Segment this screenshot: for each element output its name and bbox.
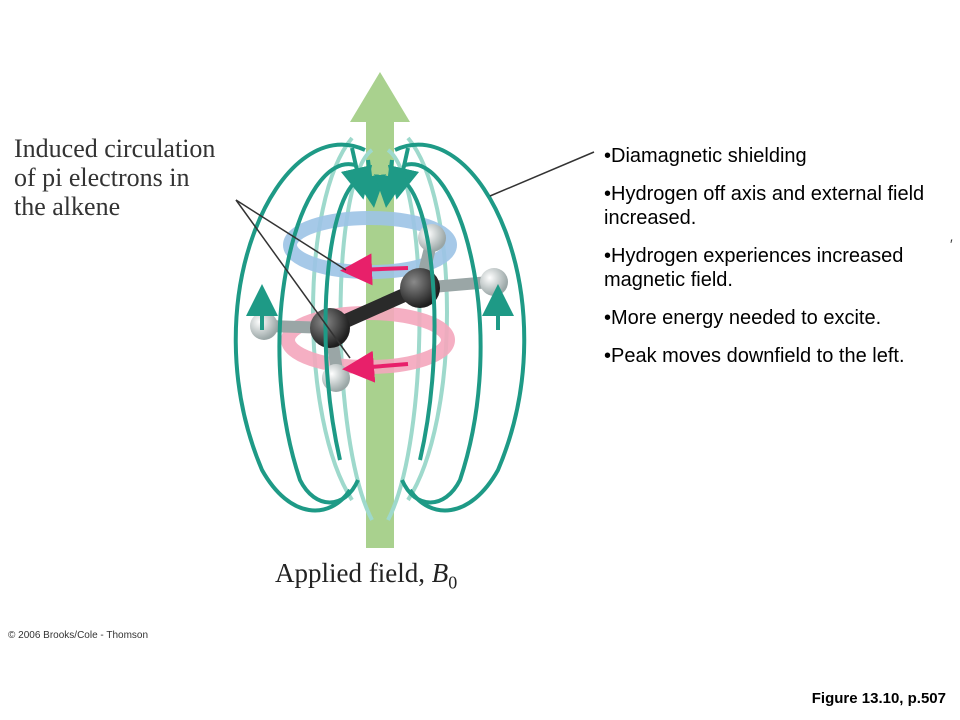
caption-pointer-lines <box>235 199 351 359</box>
figure-number-label: Figure 13.10, p.507 <box>811 690 946 707</box>
applied-field-subscript: 0 <box>448 572 458 593</box>
bullet-item: •Diamagnetic shielding <box>604 145 807 167</box>
bullet-item: •More energy needed to excite. <box>604 307 882 329</box>
bullet-list: •Diamagnetic shielding •Hydrogen off axi… <box>604 144 949 382</box>
bullet-item: •Hydrogen experiences increased magnetic… <box>604 245 904 291</box>
bullet-item: •Peak moves downfield to the left. <box>604 345 905 367</box>
applied-field-symbol: B <box>431 558 449 588</box>
field-direction-arrows <box>246 147 514 330</box>
figure-caption: Induced circulation of pi electrons in t… <box>14 134 216 221</box>
circulation-arrows <box>340 253 409 383</box>
copyright-text: © 2006 Brooks/Cole - Thomson <box>8 630 149 641</box>
stray-mark: ′ <box>950 236 953 252</box>
induced-field-lines <box>233 142 527 513</box>
bullets-pointer-line <box>489 151 595 197</box>
applied-field-text: Applied field, <box>275 558 432 588</box>
applied-field-label: Applied field, B0 <box>275 558 457 593</box>
bullet-item: •Hydrogen off axis and external field in… <box>604 183 925 229</box>
